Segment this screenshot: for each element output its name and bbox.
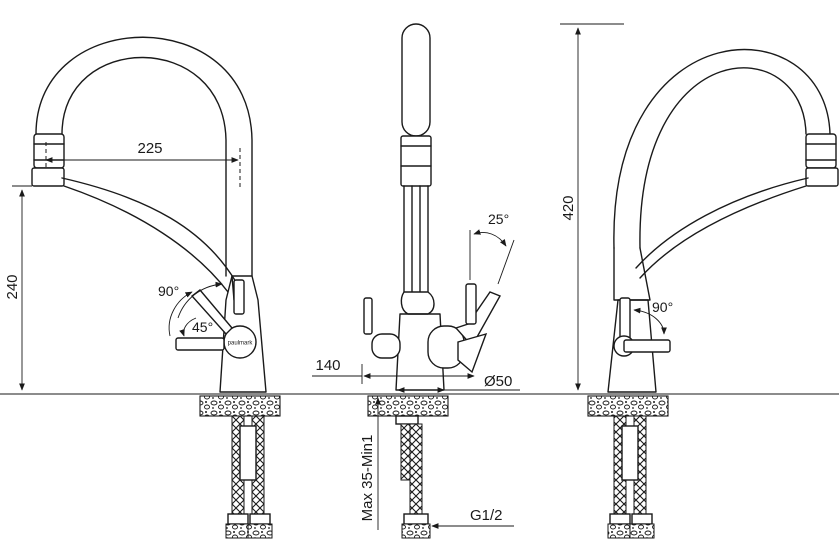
countertop-section [587, 395, 669, 417]
dim-base-diameter: Ø50 [484, 373, 512, 390]
back-view: 90° 420 [560, 23, 839, 539]
angle-90-front: 90° [158, 283, 179, 299]
dim-total-height: 420 [560, 195, 577, 220]
countertop-section [199, 395, 281, 417]
angle-25-side: 25° [488, 211, 509, 227]
brand-mark: paulmark [228, 341, 254, 347]
angle-90-back: 90° [652, 299, 673, 315]
countertop-section [367, 395, 449, 417]
dim-depth: 140 [315, 357, 340, 374]
dim-spout-height: 240 [4, 274, 21, 299]
side-view: 25° 140 Ø50 Max 35-Min1 G1/2 [312, 23, 520, 539]
front-view: paulmark 225 240 90° 45° [4, 36, 281, 539]
dim-countertop: Max 35-Min1 [359, 435, 376, 522]
label-thread: G1/2 [470, 507, 503, 524]
dim-reach: 225 [137, 140, 162, 157]
angle-45-front: 45° [192, 319, 213, 335]
